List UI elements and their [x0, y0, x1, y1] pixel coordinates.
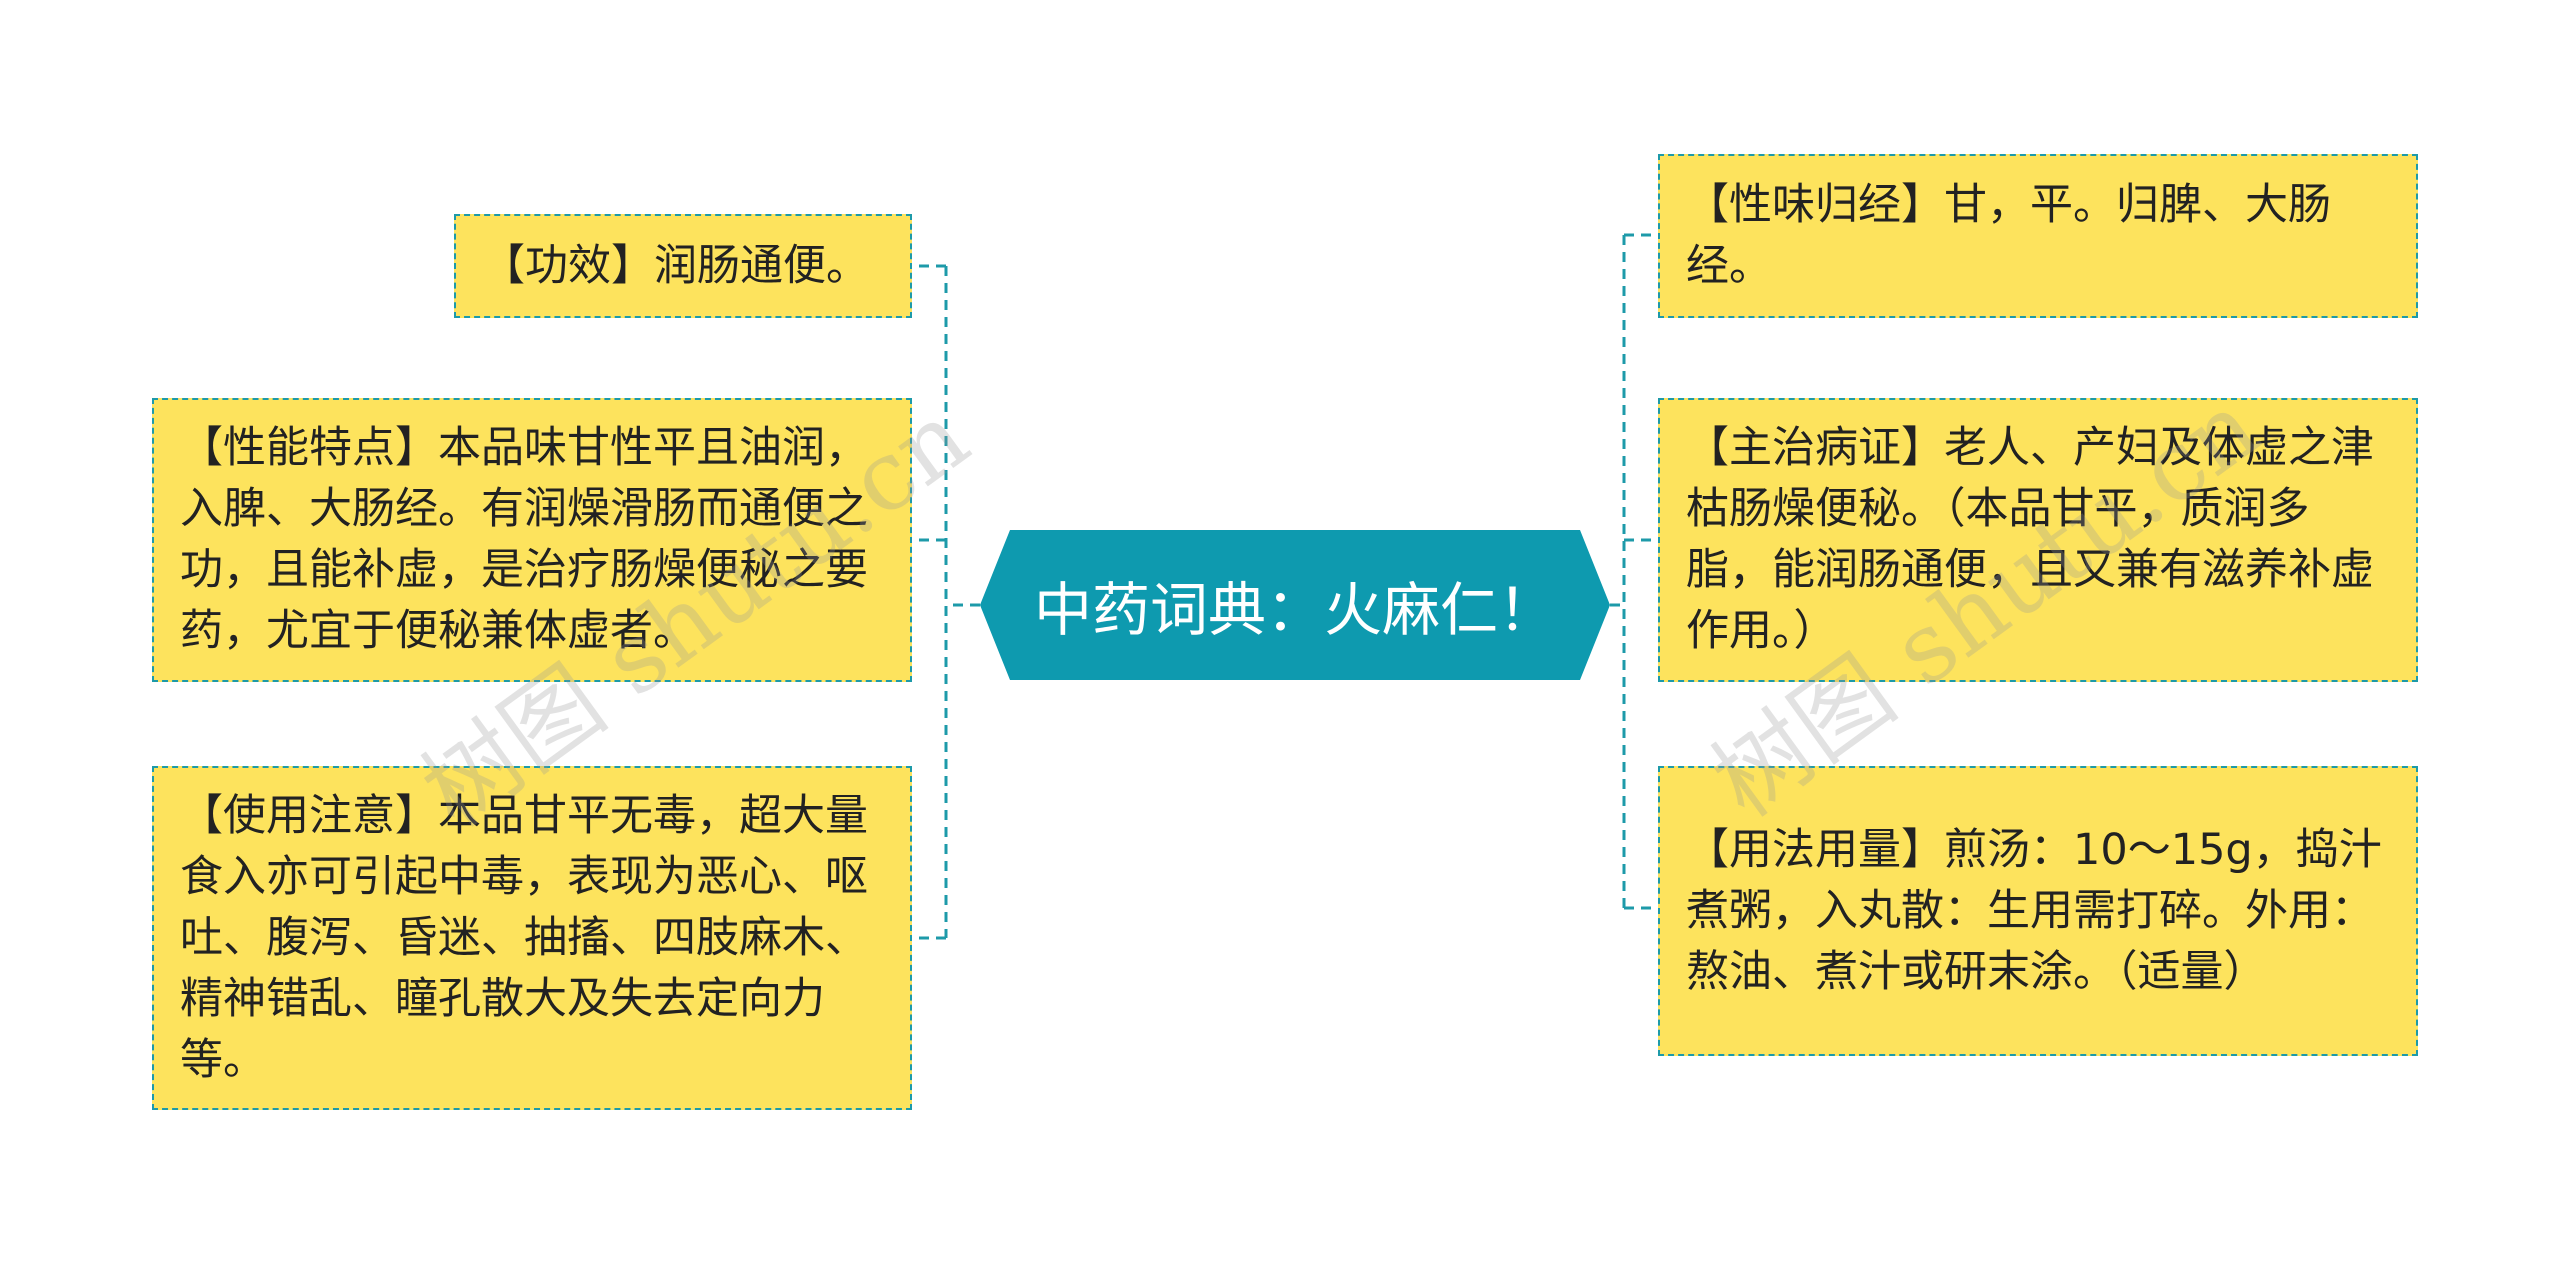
node-nature-meridian-text: 【性味归经】甘，平。归脾、大肠经。 [1686, 180, 2331, 291]
central-topic[interactable]: 中药词典：火麻仁！ [980, 530, 1610, 680]
central-topic-shape [980, 530, 1610, 680]
node-dosage[interactable]: 【用法用量】煎汤：10～15g，捣汁煮粥，入丸散：生用需打碎。外用：熬油、煮汁或… [1658, 766, 2418, 1056]
node-properties[interactable]: 【性能特点】本品味甘性平且油润，入脾、大肠经。有润燥滑肠而通便之功，且能补虚，是… [152, 398, 912, 682]
node-indications-text: 【主治病证】老人、产妇及体虚之津枯肠燥便秘。（本品甘平，质润多脂，能润肠通便，且… [1686, 423, 2374, 656]
node-cautions[interactable]: 【使用注意】本品甘平无毒，超大量食入亦可引起中毒，表现为恶心、呕吐、腹泻、昏迷、… [152, 766, 912, 1110]
node-nature-meridian[interactable]: 【性味归经】甘，平。归脾、大肠经。 [1658, 154, 2418, 318]
node-properties-text: 【性能特点】本品味甘性平且油润，入脾、大肠经。有润燥滑肠而通便之功，且能补虚，是… [180, 423, 868, 656]
node-indications[interactable]: 【主治病证】老人、产妇及体虚之津枯肠燥便秘。（本品甘平，质润多脂，能润肠通便，且… [1658, 398, 2418, 682]
node-efficacy-text: 【功效】润肠通便。 [482, 240, 869, 291]
node-dosage-text: 【用法用量】煎汤：10～15g，捣汁煮粥，入丸散：生用需打碎。外用：熬油、煮汁或… [1686, 824, 2382, 997]
node-efficacy[interactable]: 【功效】润肠通便。 [454, 214, 912, 318]
node-cautions-text: 【使用注意】本品甘平无毒，超大量食入亦可引起中毒，表现为恶心、呕吐、腹泻、昏迷、… [180, 790, 868, 1085]
central-topic-title: 中药词典：火麻仁！ [1033, 576, 1556, 644]
